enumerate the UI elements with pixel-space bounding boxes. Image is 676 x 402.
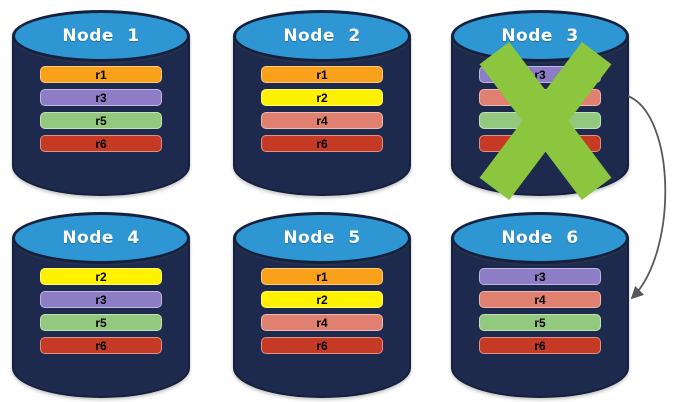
node-6-cylinder: Node 6 r3 r4 r5 r6 <box>451 212 629 398</box>
arrow-path <box>627 95 667 300</box>
replica-label: r3 <box>95 90 107 105</box>
replica-bar-r3: r3 <box>40 291 162 308</box>
replica-bar-r6: r6 <box>40 135 162 152</box>
replica-bar-r4: r4 <box>261 112 383 129</box>
replica-bar-r4: r4 <box>261 314 383 331</box>
cylinder-top: Node 6 <box>451 212 629 264</box>
replica-bar-r6: r6 <box>40 337 162 354</box>
replica-bar-r6: r6 <box>479 337 601 354</box>
replica-label: r5 <box>534 315 546 330</box>
replica-bar-r5: r5 <box>40 314 162 331</box>
replica-bar-r2: r2 <box>40 268 162 285</box>
cylinder-top: Node 3 <box>451 10 629 62</box>
replica-bar-r3: r3 <box>479 268 601 285</box>
replica-bar-r3: r3 <box>40 89 162 106</box>
replica-label: r6 <box>534 338 546 353</box>
replica-bar-r5: r5 <box>40 112 162 129</box>
replica-bars: r1 r2 r4 r6 <box>233 66 411 152</box>
node-5-cylinder: Node 5 r1 r2 r4 r6 <box>233 212 411 398</box>
replica-label: r1 <box>316 269 328 284</box>
replica-bars: r1 r2 r4 r6 <box>233 268 411 354</box>
node-title: Node 3 <box>501 26 579 46</box>
node-title: Node 2 <box>283 26 361 46</box>
replica-label: r4 <box>534 292 546 307</box>
replica-label: r4 <box>316 113 328 128</box>
replica-label: r2 <box>316 292 328 307</box>
node-title: Node 4 <box>62 228 140 248</box>
replica-label: r1 <box>95 67 107 82</box>
node-title: Node 1 <box>62 26 140 46</box>
replica-label: r1 <box>316 67 328 82</box>
replica-label: r5 <box>95 315 107 330</box>
replica-label: r5 <box>95 113 107 128</box>
replica-bar-r1: r1 <box>40 66 162 83</box>
replica-label: r3 <box>534 269 546 284</box>
replica-label: r2 <box>316 90 328 105</box>
replica-label: r6 <box>95 338 107 353</box>
replica-bar-r1: r1 <box>261 66 383 83</box>
replica-bar-r4: r4 <box>479 291 601 308</box>
replica-bar-r6: r6 <box>261 135 383 152</box>
cylinder-top: Node 1 <box>12 10 190 62</box>
cylinder-top: Node 2 <box>233 10 411 62</box>
replica-label: r2 <box>95 269 107 284</box>
node-title: Node 6 <box>501 228 579 248</box>
node-2-cylinder: Node 2 r1 r2 r4 r6 <box>233 10 411 196</box>
replica-label: r6 <box>316 338 328 353</box>
node-1-cylinder: Node 1 r1 r3 r5 r6 <box>12 10 190 196</box>
node-4-cylinder: Node 4 r2 r3 r5 r6 <box>12 212 190 398</box>
replica-bar-r5: r5 <box>479 314 601 331</box>
replica-bars: r2 r3 r5 r6 <box>12 268 190 354</box>
cylinder-top: Node 5 <box>233 212 411 264</box>
replica-label: r6 <box>316 136 328 151</box>
replica-label: r6 <box>95 136 107 151</box>
replica-label: r4 <box>316 315 328 330</box>
replica-bar-r2: r2 <box>261 291 383 308</box>
node-title: Node 5 <box>283 228 361 248</box>
replica-label: r3 <box>534 67 546 82</box>
replica-bars: r3 r4 r5 r6 <box>451 268 629 354</box>
replica-label: r3 <box>95 292 107 307</box>
replica-bar-r2: r2 <box>261 89 383 106</box>
curved-arrow-icon <box>627 95 667 300</box>
replica-bars: r1 r3 r5 r6 <box>12 66 190 152</box>
replica-bar-r6: r6 <box>261 337 383 354</box>
cylinder-top: Node 4 <box>12 212 190 264</box>
replica-bar-r1: r1 <box>261 268 383 285</box>
failure-x-icon <box>479 41 611 201</box>
